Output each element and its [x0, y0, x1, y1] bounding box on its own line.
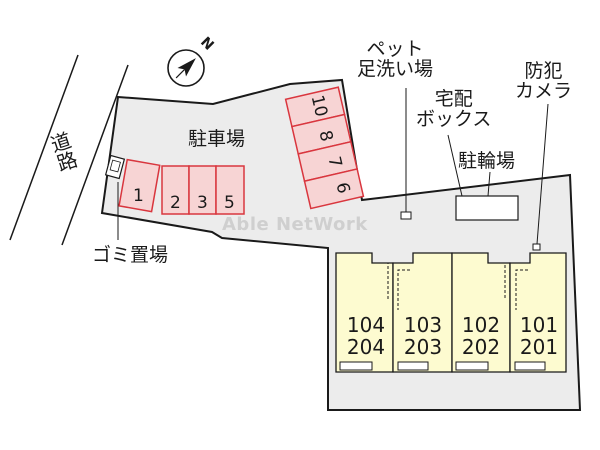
road-edge-line: [61, 64, 129, 246]
parking-space-number: 3: [197, 193, 208, 213]
pet-wash-marker: [400, 211, 412, 220]
north-arrow-icon: [167, 49, 205, 87]
unit-number-lower: 202: [461, 335, 501, 359]
camera-leader-line: [536, 103, 549, 245]
unit-label: 101 201: [511, 314, 567, 358]
garbage-label: ゴミ置場: [92, 244, 169, 266]
watermark: Able NetWork: [222, 214, 368, 235]
unit-block: [509, 252, 567, 373]
unit-number-upper: 102: [461, 313, 501, 337]
delivery-box-leader-line: [447, 134, 463, 197]
parking-space-number: 5: [224, 193, 235, 213]
unit-number-upper: 104: [346, 313, 386, 337]
parking-group-left: [118, 158, 245, 215]
unit-block: [451, 252, 511, 373]
garbage-area: [104, 154, 126, 180]
unit-number-upper: 103: [403, 313, 443, 337]
parking-group-right: [284, 86, 365, 210]
unit-label: 104 204: [338, 314, 394, 358]
pet-wash-label-line2: 足洗い場: [357, 57, 434, 80]
parking-space: [303, 168, 365, 210]
road-edge-line: [9, 54, 79, 241]
parking-space: [161, 165, 190, 215]
bicycle-parking-area: [455, 195, 519, 221]
camera-label-line2: カメラ: [515, 79, 573, 102]
camera-marker: [532, 243, 541, 251]
bicycle-parking-label: 駐輪場: [458, 150, 516, 172]
parking-space: [118, 158, 161, 213]
pet-wash-label: ペット 足洗い場: [357, 38, 434, 80]
unit-number-lower: 204: [346, 335, 386, 359]
unit-number-upper: 101: [519, 313, 559, 337]
camera-label-line1: 防犯: [524, 60, 563, 82]
parking-space: [215, 165, 245, 215]
camera-label: 防犯 カメラ: [515, 60, 573, 102]
bicycle-parking-leader-line: [487, 171, 491, 197]
unit-block: [392, 252, 453, 373]
delivery-box-label-line1: 宅配: [434, 88, 473, 110]
delivery-box-label-line2: ボックス: [416, 107, 492, 130]
building: [335, 252, 567, 373]
parking-space-number: 1: [133, 186, 144, 206]
garbage-area-inner: [109, 159, 121, 173]
pet-wash-label-line1: ペット: [366, 38, 424, 60]
delivery-box-label: 宅配 ボックス: [416, 88, 492, 130]
unit-number-lower: 201: [519, 335, 559, 359]
unit-label: 103 203: [395, 314, 451, 358]
unit-number-lower: 203: [403, 335, 443, 359]
parking-space-number: 2: [170, 193, 181, 213]
unit-label: 102 202: [453, 314, 509, 358]
unit-block: [335, 252, 394, 373]
parking-label: 駐車場: [188, 128, 246, 150]
